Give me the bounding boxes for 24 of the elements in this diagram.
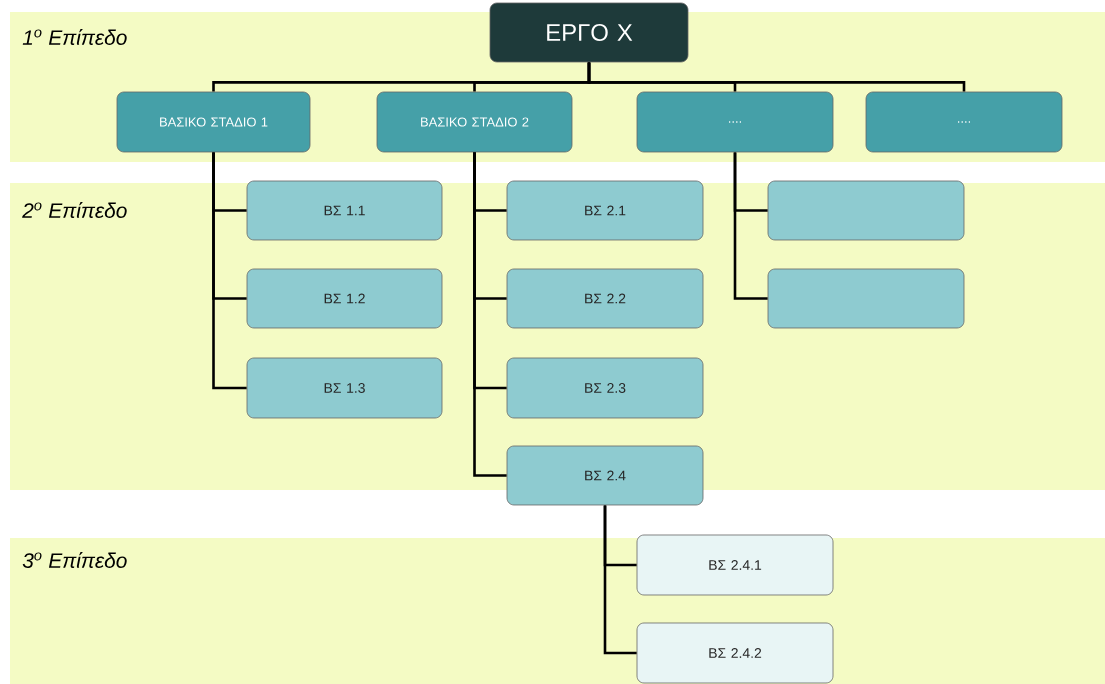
task-box: ΒΣ 1.1 [246, 180, 443, 241]
connector-line [587, 62, 966, 92]
stage-box: .... [865, 91, 1063, 153]
task-box: ΒΣ 2.4 [506, 445, 704, 506]
subtask-box: ΒΣ 2.4.2 [636, 622, 834, 684]
subtask-box: ΒΣ 2.4.1 [636, 534, 834, 596]
stage-box: ΒΑΣΙΚΟ ΣΤΑΔΙΟ 1 [116, 91, 311, 153]
connector-line [212, 152, 247, 390]
connector-line [473, 152, 507, 477]
stage-box: .... [636, 91, 834, 153]
task-box: ΒΣ 2.1 [506, 180, 704, 241]
level-label: 2$^{o}$ Επίπεδο [22, 202, 127, 218]
connector-line [733, 152, 768, 300]
task-box [767, 180, 965, 241]
root-box: ΕΡΓΟ Χ [489, 2, 689, 63]
task-box: ΒΣ 2.2 [506, 268, 704, 329]
task-box [767, 268, 965, 329]
connector-line [603, 505, 637, 655]
task-box: ΒΣ 1.3 [246, 357, 443, 419]
level-label: 1$^{o}$ Επίπεδο [22, 29, 127, 45]
level-label: 3$^{o}$ Επίπεδο [22, 552, 127, 568]
stage-box: ΒΑΣΙΚΟ ΣΤΑΔΙΟ 2 [376, 91, 573, 153]
task-box: ΒΣ 2.3 [506, 357, 704, 419]
task-box: ΒΣ 1.2 [246, 268, 443, 329]
